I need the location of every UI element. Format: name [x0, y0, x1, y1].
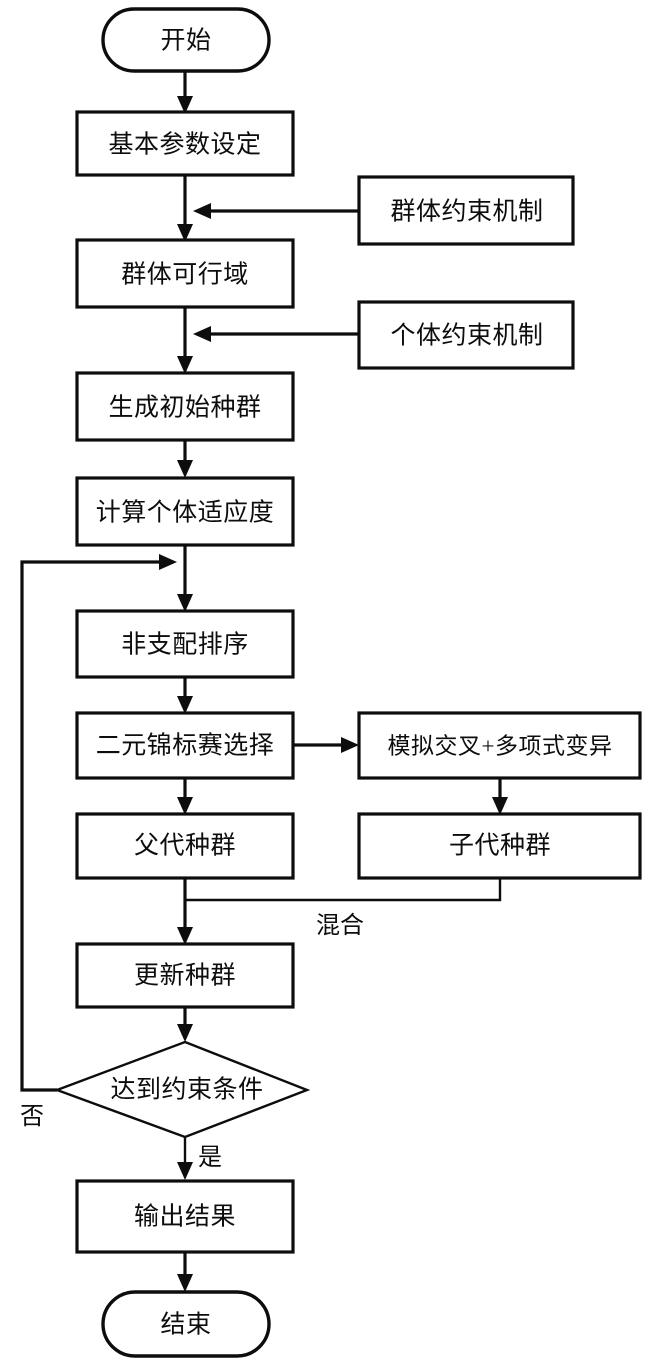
node-individual-constraint[interactable]: 个体约束机制 [357, 300, 575, 370]
decision-constraint-met-label: 达到约束条件 [110, 1076, 263, 1104]
start-label: 开始 [160, 27, 211, 55]
arrowhead-fitness-to-nds [177, 594, 193, 612]
node-binary-tournament-selection[interactable]: 二元锦标赛选择 [75, 711, 295, 780]
node-update-population[interactable]: 更新种群 [75, 942, 295, 1009]
node-calculate-fitness[interactable]: 计算个体适应度 [75, 476, 295, 547]
child-population-label: 子代种群 [449, 832, 551, 860]
edges-layer [20, 72, 508, 1292]
edge-labels-layer: 混合 是 否 [20, 912, 364, 1171]
binary-tournament-selection-shape [75, 711, 295, 780]
child-population-shape [357, 812, 642, 880]
group-feasible-region-label: 群体可行域 [121, 261, 249, 289]
arrowhead-params-to-feasible [177, 224, 193, 242]
update-population-label: 更新种群 [134, 962, 236, 990]
arrowhead-parentpop-to-updatepop [177, 927, 193, 945]
node-group-feasible-region[interactable]: 群体可行域 [75, 238, 295, 309]
individual-constraint-shape [357, 300, 575, 370]
binary-tournament-selection-label: 二元锦标赛选择 [96, 732, 275, 760]
sbx-crossover-mutation-shape [357, 711, 642, 780]
non-dominated-sort-label: 非支配排序 [121, 631, 249, 659]
arrowhead-nds-to-tournament [177, 696, 193, 714]
node-generate-initial-population[interactable]: 生成初始种群 [75, 371, 295, 442]
arrowhead-start-to-params [177, 96, 193, 114]
individual-constraint-label: 个体约束机制 [390, 322, 543, 350]
start-shape [101, 7, 271, 73]
arrowhead-tournament-to-parentpop [177, 797, 193, 815]
end-label: 结束 [160, 1311, 211, 1339]
generate-initial-population-label: 生成初始种群 [108, 394, 261, 422]
arrowhead-crossover-to-childpop [492, 797, 508, 815]
generate-initial-population-shape [75, 371, 295, 442]
group-constraint-label: 群体约束机制 [390, 198, 543, 226]
parent-population-shape [75, 812, 295, 880]
arrowhead-decision-yes [177, 1162, 193, 1180]
node-child-population[interactable]: 子代种群 [357, 812, 642, 880]
output-result-shape [75, 1179, 295, 1254]
node-start[interactable]: 开始 [101, 7, 271, 73]
group-feasible-region-shape [75, 238, 295, 309]
output-result-label: 输出结果 [134, 1203, 236, 1231]
basic-params-shape [75, 110, 295, 177]
edge-childpop-merge-to-main [185, 878, 502, 902]
node-decision-constraint-met[interactable]: 达到约束条件 [53, 1040, 311, 1139]
basic-params-label: 基本参数设定 [108, 131, 261, 159]
update-population-shape [75, 942, 295, 1009]
edge-label-yes: 是 [198, 1145, 222, 1171]
node-parent-population[interactable]: 父代种群 [75, 812, 295, 880]
arrowhead-tournament-to-crossover [341, 737, 359, 753]
calculate-fitness-label: 计算个体适应度 [96, 499, 275, 527]
node-group-constraint[interactable]: 群体约束机制 [357, 175, 575, 246]
group-constraint-shape [357, 175, 575, 246]
arrowhead-updatepop-to-decision [177, 1024, 193, 1042]
edge-label-no: 否 [20, 1104, 44, 1130]
calculate-fitness-shape [75, 476, 295, 547]
arrowhead-feasible-to-initpop [177, 356, 193, 374]
node-sbx-crossover-mutation[interactable]: 模拟交叉+多项式变异 [357, 711, 642, 780]
node-non-dominated-sort[interactable]: 非支配排序 [75, 609, 295, 679]
arrowhead-initpop-to-fitness [177, 460, 193, 478]
end-shape [101, 1290, 271, 1358]
node-basic-params[interactable]: 基本参数设定 [75, 110, 295, 177]
arrowhead-indiv-constraint [193, 326, 211, 342]
parent-population-label: 父代种群 [134, 832, 236, 860]
arrowhead-loopback-to-main [159, 554, 177, 570]
arrowhead-output-to-end [177, 1274, 193, 1292]
non-dominated-sort-shape [75, 609, 295, 679]
edge-label-mix: 混合 [316, 912, 364, 939]
sbx-crossover-mutation-label: 模拟交叉+多项式变异 [388, 734, 613, 759]
decision-constraint-met-shape [53, 1040, 311, 1139]
edge-decision-no-loopback [20, 560, 167, 1092]
node-end[interactable]: 结束 [101, 1290, 271, 1358]
node-output-result[interactable]: 输出结果 [75, 1179, 295, 1254]
arrowhead-group-constraint [193, 203, 211, 219]
